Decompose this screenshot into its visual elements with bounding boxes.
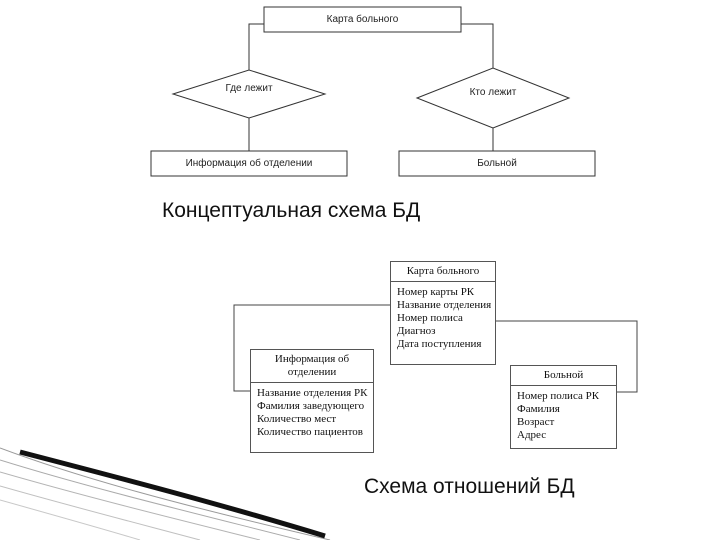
table-card-fields: Номер карты РК Название отделения Номер … (391, 282, 495, 355)
table-field: Диагноз (397, 325, 436, 337)
connector-root-left (248, 23, 264, 70)
table-field: Название отделения (397, 299, 492, 311)
connector-root-right (461, 23, 494, 68)
relation-card-department (233, 304, 390, 392)
relational-schema-caption: Схема отношений БД (364, 475, 575, 498)
er-root-entity-label: Карта больного (326, 14, 399, 25)
table-department-fields: Название отделения РК Фамилия заведующег… (251, 383, 373, 443)
table-field: Номер карты РК (397, 286, 475, 298)
er-entity-right-label: Больной (477, 158, 517, 169)
table-field: Название отделения РК (257, 387, 368, 399)
table-field: Количество пациентов (257, 426, 363, 438)
table-field: Количество мест (257, 413, 337, 425)
relation-card-patient (494, 320, 638, 393)
table-field: Фамилия заведующего (257, 400, 365, 412)
table-field: Дата поступления (397, 338, 482, 350)
table-field: Возраст (517, 416, 555, 428)
table-patient-title: Больной (511, 366, 616, 386)
table-patient-fields: Номер полиса РК Фамилия Возраст Адрес (511, 386, 616, 446)
table-department-title: Информация об отделении (251, 350, 373, 383)
table-patient: Больной Номер полиса РК Фамилия Возраст … (510, 365, 617, 449)
table-card-title: Карта больного (391, 262, 495, 282)
table-field: Адрес (517, 429, 547, 441)
er-relation-left-label: Где лежит (225, 82, 273, 94)
table-field: Фамилия (517, 403, 560, 415)
er-relation-right-label: Кто лежит (469, 86, 517, 98)
er-entity-left-label: Информация об отделении (185, 158, 313, 169)
table-field: Номер полиса РК (517, 390, 600, 402)
table-department: Информация об отделении Название отделен… (250, 349, 374, 453)
conceptual-schema-caption: Концептуальная схема БД (162, 199, 421, 222)
table-field: Номер полиса (397, 312, 463, 324)
decorative-swoosh (0, 447, 331, 540)
table-card: Карта больного Номер карты РК Название о… (390, 261, 496, 365)
